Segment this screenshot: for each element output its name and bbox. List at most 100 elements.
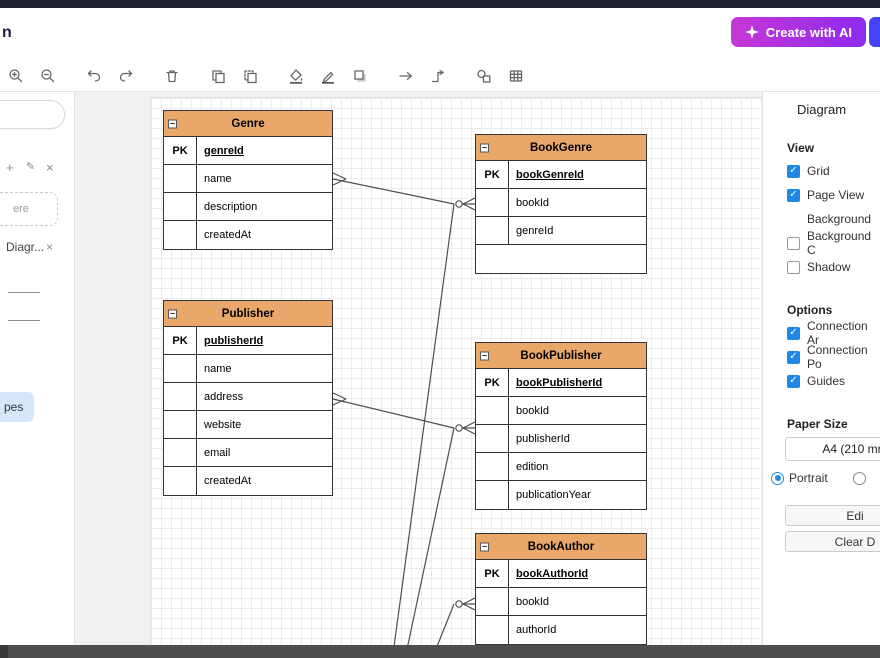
collapse-icon[interactable]: −: [480, 142, 489, 152]
table-title: BookAuthor: [527, 540, 595, 553]
field-cell: genreId: [516, 224, 554, 237]
pk-cell: [164, 383, 197, 410]
close-icon[interactable]: ×: [46, 160, 54, 175]
copy-button[interactable]: [206, 64, 230, 88]
pk-cell: PK: [476, 369, 509, 396]
window-top-strip: [0, 0, 880, 8]
create-with-ai-button[interactable]: Create with AI: [730, 17, 866, 47]
table-row[interactable]: edition: [476, 453, 646, 481]
redo-icon: [119, 69, 133, 82]
pencil-icon[interactable]: ✎: [26, 161, 36, 173]
table-row[interactable]: address: [164, 383, 332, 411]
insert-table-button[interactable]: [504, 64, 528, 88]
background-label: Background: [807, 212, 872, 226]
line-shape-thumbnail[interactable]: [8, 320, 40, 321]
view-heading: View: [787, 141, 815, 155]
table-row[interactable]: website: [164, 411, 332, 439]
collapse-icon[interactable]: −: [480, 541, 489, 551]
table-row[interactable]: bookId: [476, 588, 646, 616]
shadow-checkbox[interactable]: [787, 260, 800, 274]
scratchpad-dropzone[interactable]: ere: [0, 192, 58, 226]
connection-ar-row: ✓ Connection Ar: [763, 319, 880, 347]
table-row[interactable]: publicationYear: [476, 481, 646, 509]
table-header[interactable]: −Publisher: [164, 301, 332, 327]
connection-ar-checkbox[interactable]: ✓: [787, 326, 800, 340]
landscape-radio[interactable]: [852, 471, 866, 485]
delete-button[interactable]: [160, 64, 184, 88]
copy-icon: [212, 69, 225, 83]
shadow-button[interactable]: [348, 64, 372, 88]
table-row[interactable]: genreId: [476, 217, 646, 245]
table-row[interactable]: createdAt: [164, 467, 332, 495]
add-icon[interactable]: +: [6, 160, 14, 175]
zoom-out-button[interactable]: [36, 64, 60, 88]
paste-button[interactable]: [238, 64, 262, 88]
table-header[interactable]: −BookGenre: [476, 135, 646, 161]
line-color-button[interactable]: [316, 64, 340, 88]
paper-size-value: A4 (210 mm: [822, 442, 880, 456]
table-row[interactable]: bookId: [476, 397, 646, 425]
edi-button[interactable]: Edi: [785, 505, 880, 526]
collapse-icon[interactable]: −: [168, 118, 177, 128]
bottom-scrollbar[interactable]: [0, 645, 880, 658]
table-header[interactable]: − BookAuthor: [476, 534, 646, 560]
shape-section-header[interactable]: Diagr... ×: [0, 240, 74, 258]
grid-checkbox[interactable]: ✓: [787, 164, 800, 178]
zoom-in-icon: [9, 68, 23, 82]
zoom-in-button[interactable]: [4, 64, 28, 88]
table-header[interactable]: −Genre: [164, 111, 332, 137]
table-row[interactable]: [476, 245, 646, 273]
paper-size-select[interactable]: A4 (210 mm: [785, 437, 880, 461]
delete-icon: [166, 69, 178, 82]
more-shapes-item[interactable]: pes: [0, 392, 34, 422]
field-cell: address: [204, 390, 244, 403]
table-row[interactable]: name: [164, 165, 332, 193]
connection-po-checkbox[interactable]: ✓: [787, 350, 800, 364]
table-row[interactable]: email: [164, 439, 332, 467]
table-row[interactable]: description: [164, 193, 332, 221]
undo-button[interactable]: [82, 64, 106, 88]
redo-button[interactable]: [114, 64, 138, 88]
insert-shape-button[interactable]: [472, 64, 496, 88]
section-close-icon[interactable]: ×: [46, 240, 54, 254]
table-row[interactable]: bookId: [476, 189, 646, 217]
shadow-icon: [354, 69, 366, 81]
table-row[interactable]: name: [164, 355, 332, 383]
collapse-icon[interactable]: −: [168, 308, 177, 318]
create-with-ai-label: Create with AI: [765, 24, 852, 40]
guides-checkbox[interactable]: ✓: [787, 374, 800, 388]
page-view-checkbox[interactable]: ✓: [787, 188, 800, 202]
clear-d-button[interactable]: Clear D: [785, 531, 880, 552]
grid-row: ✓Grid: [763, 159, 880, 183]
table-row[interactable]: createdAt: [164, 221, 332, 249]
table-header[interactable]: −BookPublisher: [476, 343, 646, 369]
table-row[interactable]: publisherId: [476, 425, 646, 453]
fill-color-button[interactable]: [284, 64, 308, 88]
clipped-blue-button[interactable]: [869, 17, 880, 47]
collapse-icon[interactable]: −: [480, 350, 489, 360]
field-cell: publicationYear: [516, 489, 591, 501]
search-shapes-input[interactable]: [0, 100, 65, 129]
sparkle-icon: [744, 25, 759, 39]
connection-ar-label: Connection Ar: [807, 319, 868, 347]
portrait-radio[interactable]: [771, 471, 784, 485]
connection-lines[interactable]: [75, 92, 762, 645]
table-row[interactable]: authorId: [476, 616, 646, 644]
arrow-right-button[interactable]: [394, 64, 418, 88]
line-shape-thumbnail[interactable]: [8, 292, 40, 293]
pk-cell: [164, 439, 197, 466]
background-c-checkbox[interactable]: [787, 236, 800, 250]
elbow-connector-button[interactable]: [426, 64, 450, 88]
